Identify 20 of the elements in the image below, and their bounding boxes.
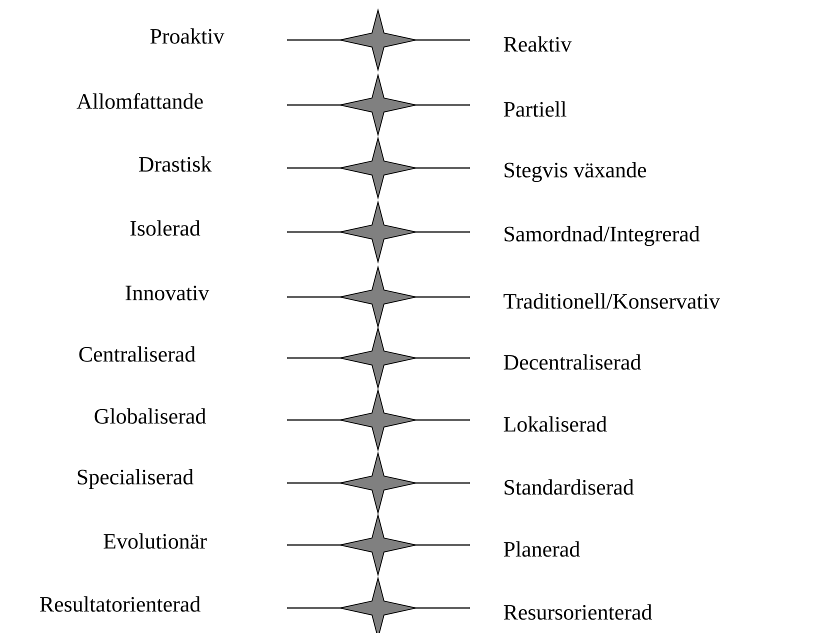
pole-label: Traditionell/Konservativ — [504, 293, 720, 309]
pole-label: Reaktiv — [504, 36, 572, 52]
pole-label: Evolutionär — [104, 533, 207, 549]
pole-label: Innovativ — [126, 286, 210, 300]
pole-label: Resultatorienterad — [40, 596, 200, 612]
pole-label: Samordnad/Integrerad — [504, 226, 700, 246]
pole-label: Standardiserad — [504, 479, 634, 495]
pole-label: Centraliserad — [79, 346, 196, 362]
pole-label: Decentraliserad — [504, 354, 641, 370]
pole-label: Planerad — [504, 541, 580, 557]
pole-label: Globaliserad — [94, 408, 206, 424]
pole-label: Specialiserad — [78, 469, 194, 489]
pole-label: Stegvis växande — [504, 162, 646, 182]
pole-label: Allomfattande — [76, 93, 203, 109]
pole-label: Lokaliserad — [504, 416, 607, 432]
pole-label: Proaktiv — [150, 28, 224, 44]
pole-label: Isolerad — [130, 220, 200, 236]
pole-label: Drastisk — [138, 156, 212, 172]
pole-label: Partiell — [504, 101, 566, 117]
pole-label: Resursorienterad — [504, 604, 652, 620]
